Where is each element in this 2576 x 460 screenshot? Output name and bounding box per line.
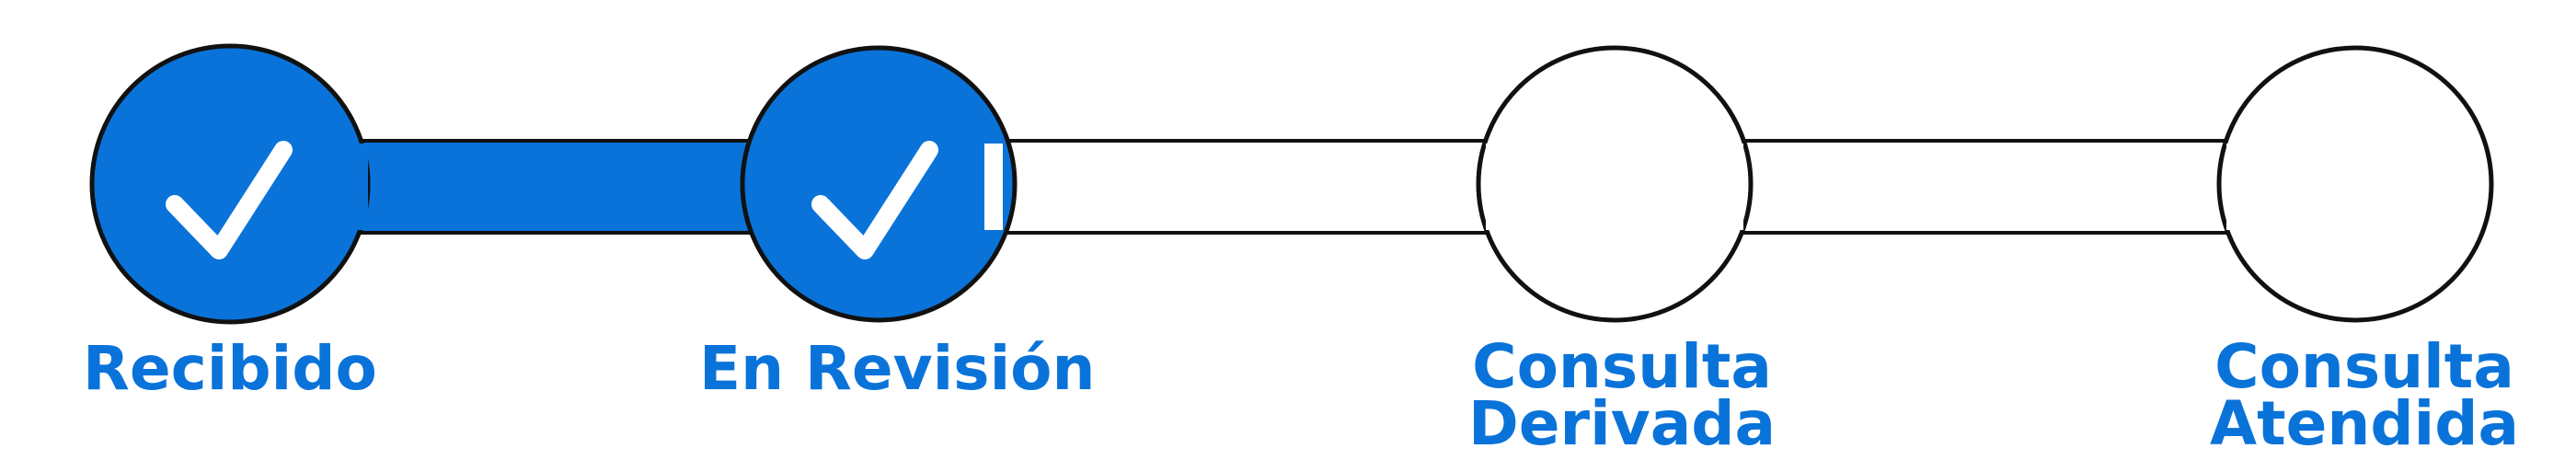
step-label-line: Atendida (2210, 388, 2520, 459)
connector-3-4 (1728, 139, 2247, 235)
step-label-line: Consulta (1472, 331, 1772, 402)
step-circle-en-revision (740, 45, 1018, 323)
step-label-line: Consulta (2214, 331, 2514, 402)
step-label-en-revision: En Revisión (699, 333, 1096, 404)
step-label-line: Recibido (83, 333, 377, 404)
step-label-recibido: Recibido (83, 333, 377, 404)
step-circle-consulta-derivada (1476, 45, 1754, 323)
check-icon (811, 141, 938, 259)
step-label-line: En Revisión (699, 333, 1096, 404)
step-label-consulta-derivada: Consulta Derivada (1468, 331, 1777, 459)
step-circle-consulta-atendida (2216, 45, 2494, 323)
step-label-line: Derivada (1468, 388, 1777, 459)
check-icon (166, 141, 293, 259)
connector-1-2 (348, 139, 775, 235)
step-label-consulta-atendida: Consulta Atendida (2210, 331, 2520, 459)
step-circle-recibido (89, 43, 371, 325)
connector-2-3 (987, 139, 1501, 235)
